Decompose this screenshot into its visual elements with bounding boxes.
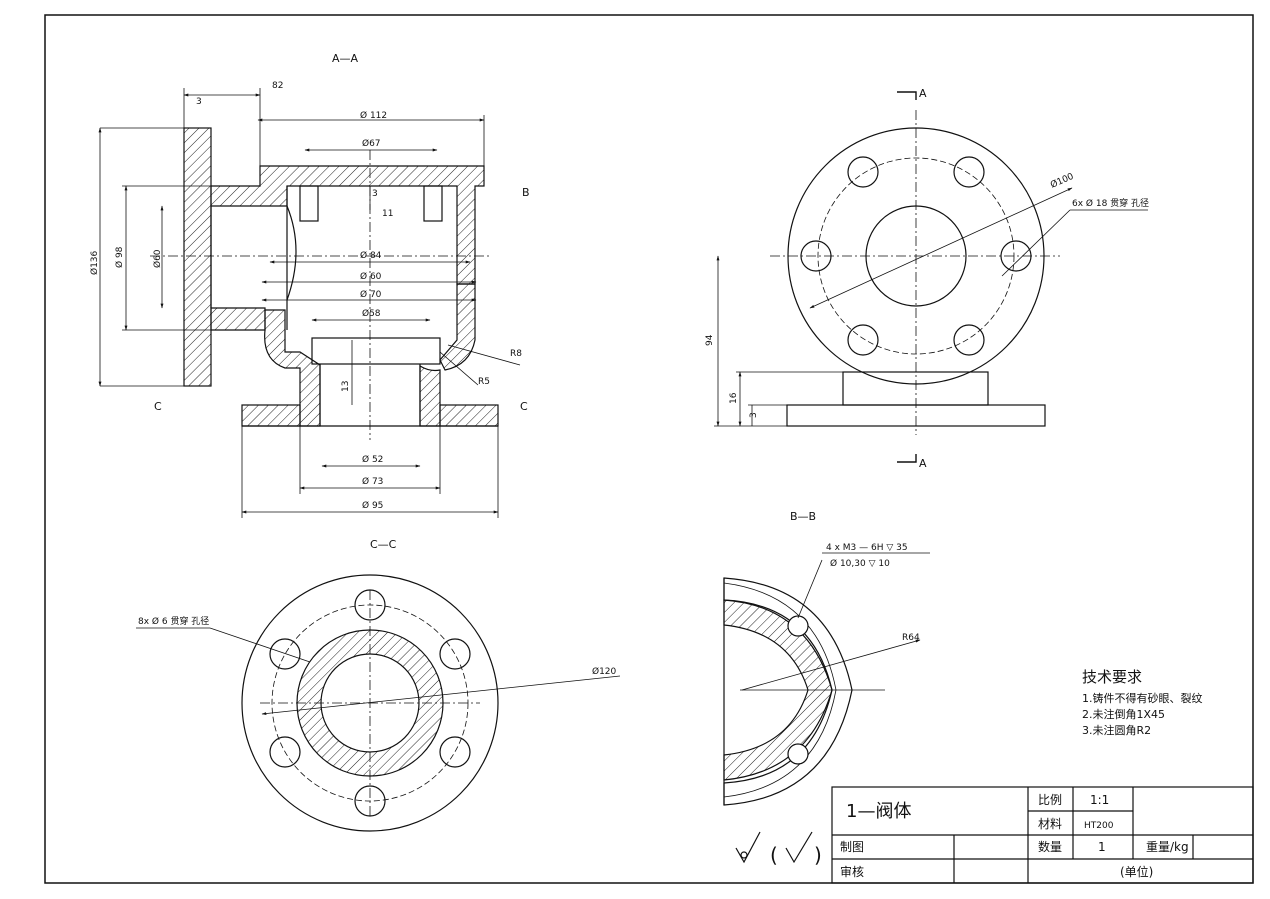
dim-phi-52: Ø 52 [362, 454, 383, 465]
marker-a-bottom: A [919, 457, 927, 470]
section-aa-view [150, 127, 499, 440]
drawn-label: 制图 [840, 840, 864, 854]
dim-phi-136: Ø136 [89, 250, 100, 275]
section-bb-title: B—B [790, 510, 816, 523]
marker-b: B [522, 186, 530, 199]
dim-3-left: 3 [196, 97, 202, 107]
side-hole-note: 6x Ø 18 贯穿 孔径 [1072, 197, 1149, 209]
section-aa-labels: A—A 82 3 Ø 112 Ø67 3 11 Ø 84 Ø 60 Ø 70 Ø… [89, 52, 530, 511]
section-aa-dimensions [98, 88, 521, 518]
scale-value: 1:1 [1090, 793, 1109, 807]
section-cc-title: C—C [370, 538, 397, 551]
dim-16: 16 [729, 392, 739, 404]
bb-thread-note-2: Ø 10,30 ▽ 10 [830, 558, 890, 569]
technical-requirements: 技术要求 1.铸件不得有砂眼、裂纹 2.未注倒角1X45 3.未注圆角R2 [1082, 668, 1203, 737]
dim-82: 82 [272, 81, 283, 91]
dim-r5: R5 [478, 377, 490, 387]
dim-phi-73: Ø 73 [362, 476, 383, 487]
cc-hole-note: 8x Ø 6 贯穿 孔径 [138, 615, 209, 627]
checked-label: 审核 [840, 864, 864, 879]
dim-phi-58: Ø58 [362, 308, 381, 319]
section-cc-view [136, 574, 621, 832]
marker-c-right: C [520, 400, 528, 413]
tech-req-item-2: 2.未注倒角1X45 [1082, 707, 1165, 721]
material-label: 材料 [1038, 817, 1062, 831]
scale-label: 比例 [1038, 793, 1062, 807]
section-bb-labels: B—B 4 x M3 — 6H ▽ 35 Ø 10,30 ▽ 10 R64 [790, 510, 920, 643]
tech-req-item-1: 1.铸件不得有砂眼、裂纹 [1082, 691, 1203, 705]
dim-3: 3 [372, 189, 378, 199]
tech-req-title: 技术要求 [1082, 668, 1142, 686]
drawing-border [44, 14, 1254, 884]
dim-phi-98: Ø 98 [114, 246, 125, 268]
section-aa-title: A—A [332, 52, 359, 65]
marker-a-top: A [919, 87, 927, 100]
dim-11: 11 [382, 209, 393, 219]
dim-phi-120: Ø120 [592, 666, 617, 677]
section-bb-view [723, 552, 930, 806]
dim-phi-95: Ø 95 [362, 500, 383, 511]
title-block-text: 1—阀体 比例 1:1 材料 HT200 数量 1 重量/kg 制图 审核 (单… [840, 793, 1189, 879]
dim-13: 13 [341, 381, 351, 392]
dim-phi-100: Ø100 [1049, 171, 1076, 191]
side-view [714, 91, 1148, 463]
dim-phi-112: Ø 112 [360, 110, 387, 121]
dim-phi-84: Ø 84 [360, 250, 382, 261]
bb-thread-note-1: 4 x M3 — 6H ▽ 35 [826, 543, 908, 553]
unit-label: (单位) [1120, 864, 1153, 879]
qty-label: 数量 [1038, 839, 1062, 854]
weight-label: 重量/kg [1146, 840, 1189, 854]
dim-r8: R8 [510, 349, 522, 359]
tech-req-item-3: 3.未注圆角R2 [1082, 723, 1151, 737]
roughness-close-paren: ) [814, 843, 822, 867]
title-block [831, 786, 1254, 884]
material-value: HT200 [1084, 821, 1114, 831]
part-name: 1—阀体 [846, 801, 911, 822]
side-view-labels: Ø100 6x Ø 18 贯穿 孔径 94 16 3 A A [705, 87, 1149, 470]
dim-r64: R64 [902, 633, 920, 643]
roughness-open-paren: ( [770, 843, 778, 867]
dim-phi-67: Ø67 [362, 138, 381, 149]
dim-phi-60: Ø 60 [360, 271, 382, 282]
dim-3-side: 3 [749, 412, 759, 418]
dim-94: 94 [705, 334, 715, 346]
roughness-symbol [735, 831, 813, 864]
dim-phi-60v: Ø60 [152, 249, 163, 268]
dim-phi-70: Ø 70 [360, 289, 382, 300]
marker-c-left: C [154, 400, 162, 413]
qty-value: 1 [1098, 840, 1106, 854]
section-cc-labels: C—C 8x Ø 6 贯穿 孔径 Ø120 [138, 538, 617, 677]
